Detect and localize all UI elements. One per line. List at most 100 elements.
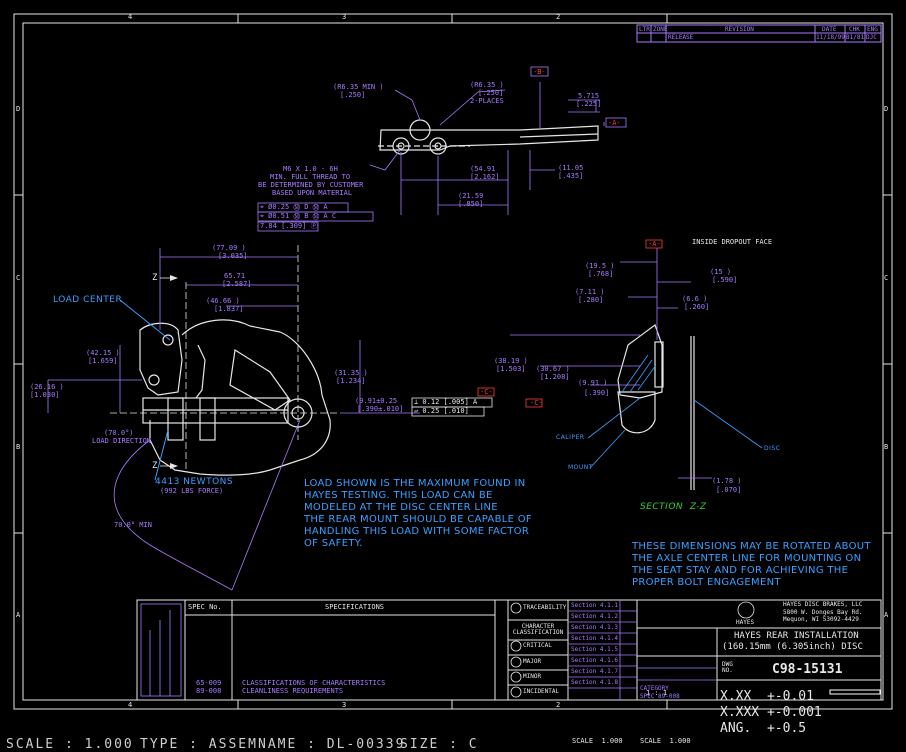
dim-5491-inch: [2.162] bbox=[470, 173, 500, 181]
load-note: LOAD SHOWN IS THE MAXIMUM FOUND IN HAYES… bbox=[304, 478, 532, 549]
dim-4215-inch: [1.659] bbox=[88, 357, 118, 365]
legend-critical: CRITICAL bbox=[523, 642, 552, 649]
legend-major: MAJOR bbox=[523, 658, 542, 665]
zone-number-top-2: 2 bbox=[556, 13, 561, 21]
load-center-label: LOAD CENTER bbox=[53, 295, 123, 305]
load-lbs-label: (992 LBS FORCE) bbox=[160, 487, 224, 495]
dim-7709-inch: [3.035] bbox=[218, 252, 248, 260]
dim-r635: (R6.35 ) bbox=[470, 81, 504, 89]
dim-6571: 65.71 bbox=[224, 272, 246, 280]
zone-letter-right-a: A bbox=[884, 611, 889, 619]
rev-row-eng: DJC bbox=[866, 34, 877, 41]
status-scale-tertiary: SCALE 1.000 bbox=[640, 737, 691, 745]
dim-15: (15 ) bbox=[710, 268, 732, 276]
zone-letter-right-d: D bbox=[884, 105, 889, 113]
zone-letter-right-c: C bbox=[884, 274, 889, 282]
fcf-perpendicularity: ⊥ 0.12 [.005] A bbox=[414, 398, 478, 406]
section-ref-7: Section 4.1.7 bbox=[571, 668, 618, 675]
caliper-label: CALIPER bbox=[556, 434, 585, 441]
status-size: SIZE : C bbox=[400, 737, 479, 752]
dim-1105-inch: [.435] bbox=[558, 172, 584, 180]
rev-header-date: DATE bbox=[822, 26, 837, 33]
dim-r635-inch: [.250] bbox=[478, 89, 504, 97]
dim-2616-inch: [1.030] bbox=[30, 391, 60, 399]
thread-note-3: BE DETERMINED BY CUSTOMER bbox=[258, 181, 364, 189]
fcf-position-2: ⌖ Ø0.51 Ⓜ B Ⓜ A C bbox=[260, 212, 337, 220]
spec-no-header: SPEC No. bbox=[188, 603, 222, 611]
dim-5715: 5.715 bbox=[578, 92, 600, 100]
thread-note-1: M6 X 1.0 - 6H bbox=[283, 165, 338, 173]
status-scale-secondary: SCALE 1.000 bbox=[572, 737, 623, 745]
tolerance-angle: ANG. +-0.5 bbox=[720, 721, 807, 736]
dim-2159: (21.59 bbox=[458, 192, 484, 200]
dim-991: (9.91 ) bbox=[578, 379, 608, 387]
legend-minor: MINOR bbox=[523, 673, 542, 680]
dim-3819: (38.19 ) bbox=[494, 357, 528, 365]
rev-header-revision: REVISION bbox=[725, 26, 754, 33]
tolerance-three-place: X.XXX +-0.001 bbox=[720, 705, 822, 720]
section-ref-5: Section 4.1.5 bbox=[571, 646, 618, 653]
disc-label: DISC bbox=[764, 445, 781, 452]
spec-row-1: CLASSIFICATIONS OF CHARACTERISTICS bbox=[242, 679, 386, 687]
zone-letter-right-b: B bbox=[884, 443, 889, 451]
section-ref-3: Section 4.1.3 bbox=[571, 624, 618, 631]
dim-1105: (11.05 bbox=[558, 164, 584, 172]
datum-c-main: -C- bbox=[480, 388, 493, 396]
thread-note-2: MIN. FULL THREAD TO bbox=[270, 173, 351, 181]
section-zz-label: SECTION Z-Z bbox=[640, 502, 707, 512]
dim-66: (6.6 ) bbox=[682, 295, 708, 303]
thread-note-4: BASED UPON MATERIAL bbox=[272, 189, 353, 197]
dim-7709: (77.09 ) bbox=[212, 244, 246, 252]
rev-row-revision: RELEASE bbox=[668, 34, 694, 41]
legend-classification: CHARACTER CLASSIFICATION bbox=[512, 623, 564, 636]
dim-4215: (42.15 ) bbox=[86, 349, 120, 357]
zone-letter-left-b: B bbox=[16, 443, 21, 451]
rev-row-date: 11/18/99 bbox=[816, 34, 845, 41]
tolerance-two-place: X.XX +-0.01 bbox=[720, 689, 814, 704]
fcf-flatness: ▱ 0.25 [.010] bbox=[414, 407, 469, 415]
dim-178: (1.78 ) bbox=[712, 477, 742, 485]
section-ref-4: Section 4.1.4 bbox=[571, 635, 618, 642]
dim-178-inch: [.070] bbox=[716, 486, 742, 494]
section-marker-z-bottom: Z bbox=[152, 461, 158, 471]
dim-5491: (54.91 bbox=[470, 165, 496, 173]
dim-9991-inch: [.390±.010] bbox=[357, 405, 404, 413]
company-logo: HAYES bbox=[736, 619, 755, 626]
dwg-no-label: DWG NO. bbox=[722, 661, 733, 674]
dim-195: (19.5 ) bbox=[585, 262, 615, 270]
zone-number-top-4: 4 bbox=[128, 13, 133, 21]
dim-4666-inch: [1.837] bbox=[214, 305, 244, 313]
dim-r635-min: (R6.35 MIN ) bbox=[333, 83, 384, 91]
dim-two-places: 2-PLACES bbox=[470, 97, 504, 105]
rev-header-chk: CHK bbox=[849, 26, 860, 33]
drawing-number: C98-15131 bbox=[772, 662, 843, 677]
section-marker-z-top: Z bbox=[152, 273, 158, 283]
dim-9991: (9.91±0.25 bbox=[355, 397, 398, 405]
fcf-position-1: ⌖ Ø0.25 Ⓜ D Ⓜ A bbox=[260, 203, 328, 211]
zone-letter-left-a: A bbox=[16, 611, 21, 619]
dim-4666: (46.66 ) bbox=[206, 297, 240, 305]
legend-incidental: INCIDENTAL bbox=[523, 688, 560, 695]
dim-6571-inch: [2.587] bbox=[222, 280, 252, 288]
category-label: CATEGORY bbox=[640, 685, 669, 692]
section-ref-2: Section 4.1.2 bbox=[571, 613, 618, 620]
dim-r635-min-inch: [.250] bbox=[340, 91, 366, 99]
datum-c-section: -C- bbox=[530, 399, 543, 407]
dim-711: (7.11 ) bbox=[575, 288, 605, 296]
status-type: TYPE : ASSEM bbox=[140, 737, 258, 752]
spec-number-2: 89-008 bbox=[196, 687, 222, 695]
datum-a-section: -A- bbox=[648, 240, 661, 248]
category-value: SPEC 89-008 bbox=[640, 693, 680, 700]
section-ref-1: Section 4.1.1 bbox=[571, 602, 618, 609]
dim-15-inch: [.590] bbox=[712, 276, 738, 284]
rev-header-eng: ENG bbox=[867, 26, 878, 33]
dim-991-inch: [.390] bbox=[584, 389, 610, 397]
load-direction-angle: (70.0°) bbox=[104, 429, 134, 437]
section-ref-8: Section 4.1.8 bbox=[571, 679, 618, 686]
dim-3819-inch: [1.503] bbox=[496, 365, 526, 373]
specifications-header: SPECIFICATIONS bbox=[325, 603, 385, 611]
datum-a-top: -A- bbox=[608, 119, 621, 127]
zone-number-bottom-4: 4 bbox=[128, 701, 133, 709]
zone-number-top-3: 3 bbox=[342, 13, 347, 21]
